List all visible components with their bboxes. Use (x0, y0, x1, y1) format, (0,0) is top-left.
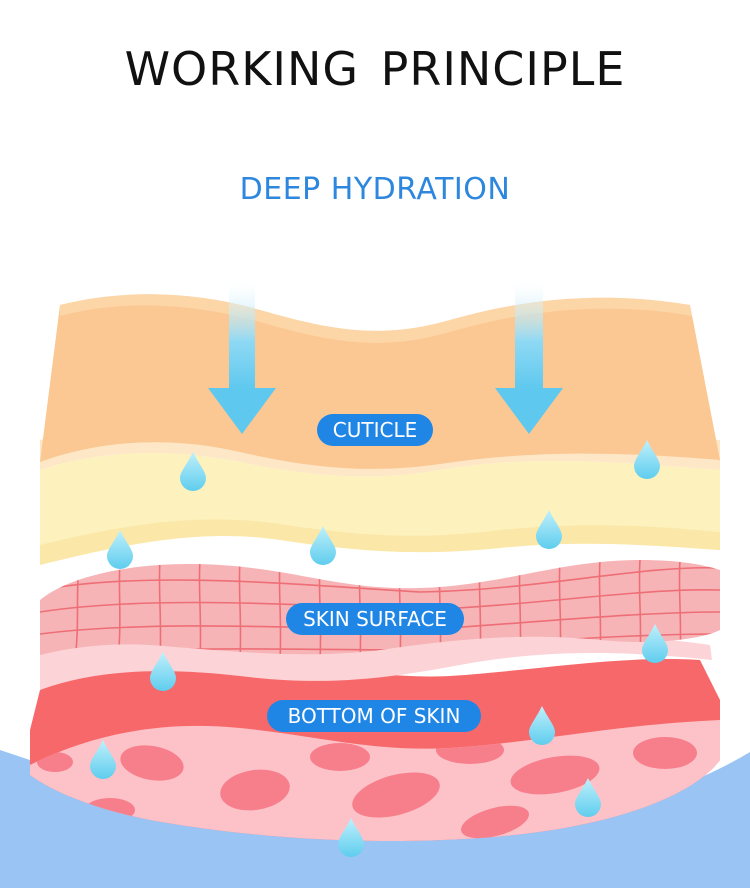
skin-cell (352, 772, 440, 818)
label-skin-surface: SKIN SURFACE (286, 603, 464, 635)
water-drop-icon (338, 818, 364, 857)
skin-cell (460, 805, 530, 839)
cuticle-layer (40, 294, 720, 469)
section-subtitle: DEEP HYDRATION (239, 172, 511, 207)
page-title: WORKING PRINCIPLE (124, 42, 626, 96)
skin-cell (120, 745, 184, 781)
dermis-layer (30, 720, 720, 841)
water-drop-icon (536, 510, 562, 549)
water-drop-icon (107, 530, 133, 569)
water-drop-icon (575, 778, 601, 817)
water-base (0, 750, 750, 888)
skin-cell (633, 737, 697, 769)
water-drop-icon (180, 452, 206, 491)
down-arrow-icon (208, 282, 276, 434)
water-drop-icon (310, 526, 336, 565)
water-drop-icon (642, 624, 668, 663)
water-drop-icon (150, 652, 176, 691)
skin-cell (510, 755, 600, 795)
water-drop-icon (90, 740, 116, 779)
label-cuticle: CUTICLE (317, 414, 433, 446)
skin-cell (220, 769, 290, 811)
water-drop-icon (634, 440, 660, 479)
down-arrow-icon (495, 282, 563, 434)
label-bottom-of-skin: BOTTOM OF SKIN (267, 700, 481, 732)
skin-cell (310, 743, 370, 771)
water-drop-icon (529, 706, 555, 745)
